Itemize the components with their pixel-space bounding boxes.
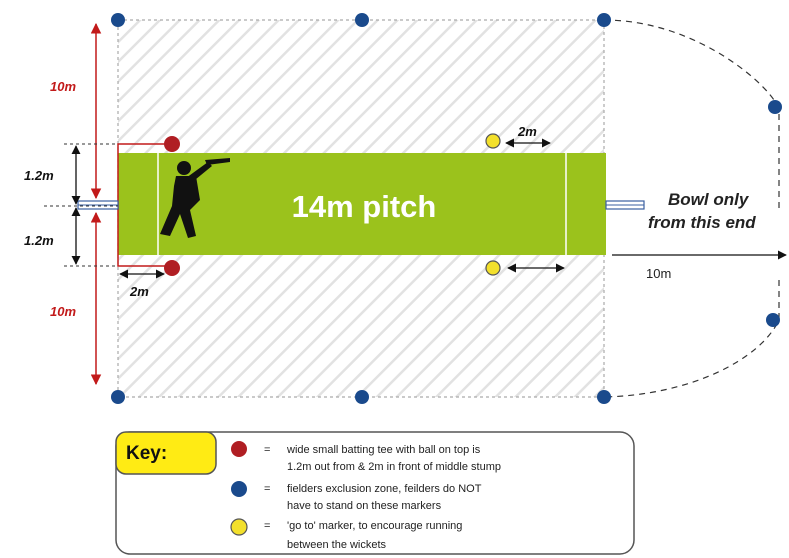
label-crease-gap-right: 2m (517, 124, 537, 139)
blue-marker (766, 313, 780, 327)
batsman-silhouette-icon (160, 158, 230, 238)
yellow-marker (485, 133, 501, 149)
key-red-marker (231, 441, 247, 457)
blue-marker (355, 390, 369, 404)
label-upper-offset: 1.2m (24, 168, 54, 183)
blue-marker (768, 100, 782, 114)
red-marker (164, 260, 180, 276)
blue-marker (597, 13, 611, 27)
key-blue-line2: have to stand on these markers (287, 500, 442, 512)
label-run-distance: 10m (646, 266, 671, 281)
key-red-line2: 1.2m out from & 2m in front of middle st… (287, 461, 501, 473)
key-blue-line1: fielders exclusion zone, feilders do NOT (287, 483, 482, 495)
label-lower-offset: 1.2m (24, 233, 54, 248)
yellow-marker (485, 260, 501, 276)
key-yellow-marker (230, 518, 248, 536)
red-marker (164, 136, 180, 152)
key-yellow-line2: between the wickets (287, 539, 387, 551)
blue-marker (111, 390, 125, 404)
pitch-label: 14m pitch (292, 189, 437, 224)
blue-markers (111, 13, 782, 404)
key-title: Key: (126, 443, 167, 464)
blue-marker (355, 13, 369, 27)
label-crease-gap-left: 2m (129, 284, 149, 299)
label-top-zone: 10m (50, 79, 76, 94)
key-red-line1: wide small batting tee with ball on top … (286, 444, 481, 456)
bowl-label-line1: Bowl only (668, 190, 750, 209)
blue-marker (597, 390, 611, 404)
key-blue-marker (231, 481, 247, 497)
bowl-label-line2: from this end (648, 213, 756, 232)
key-yellow-equals: = (264, 520, 270, 532)
label-bottom-zone: 10m (50, 304, 76, 319)
key-red-equals: = (264, 444, 270, 456)
blue-marker (111, 13, 125, 27)
key-title-badge (115, 431, 217, 475)
key-blue-equals: = (264, 483, 270, 495)
key-yellow-line1: 'go to' marker, to encourage running (287, 520, 462, 532)
